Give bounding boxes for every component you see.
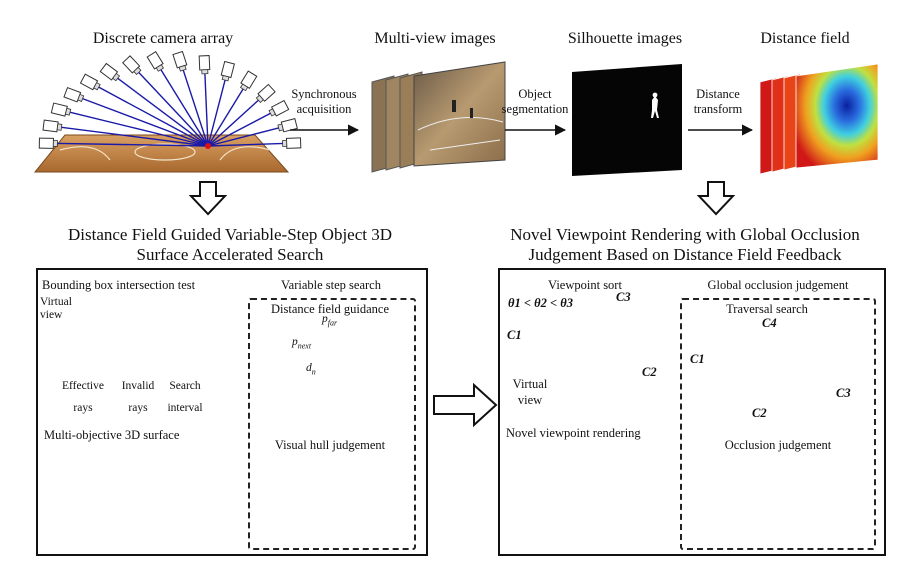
right-section-title-line1: Novel Viewpoint Rendering with Global Oc… — [510, 225, 860, 244]
camera-ray — [207, 75, 227, 147]
variable-step-label: Variable step search — [281, 278, 381, 292]
camera-ray — [181, 65, 209, 147]
left-section-title-line2: Surface Accelerated Search — [136, 245, 324, 264]
camera-icon — [198, 55, 211, 75]
global-occlusion-label: Global occlusion judgement — [707, 278, 849, 292]
multi-view-title: Multi-view images — [374, 30, 496, 47]
p-far-label: pfar — [322, 313, 338, 328]
camera-icon — [239, 70, 258, 92]
left-section-title-line1: Distance Field Guided Variable-Step Obje… — [67, 225, 393, 244]
silhouette-image — [572, 64, 682, 176]
p-near-label: pnear — [378, 356, 399, 371]
novel-rendering-label: Novel viewpoint rendering — [506, 426, 641, 440]
camera-array-title: Discrete camera array — [92, 30, 234, 47]
camera-icon — [268, 99, 290, 117]
camera-icon — [99, 62, 121, 82]
right-section-title-line2: Judgement Based on Distance Field Feedba… — [528, 245, 842, 264]
effective-rays-label-1: Effective — [62, 380, 104, 392]
camera-ray — [134, 68, 209, 147]
camera-icon — [50, 102, 72, 117]
theta-order-label: θ1 < θ2 < θ3 — [508, 296, 573, 310]
visual-hull-label: Visual hull judgement — [274, 438, 386, 452]
distance-field-stack — [759, 63, 879, 175]
df-guidance-label: Distance field guidance — [270, 302, 389, 316]
search-interval-label-1: Search — [169, 380, 201, 392]
c1-right-label: C1 — [690, 352, 705, 366]
camera-icon — [122, 55, 142, 76]
p-next-label: pnext — [292, 336, 312, 351]
camera-icon — [255, 83, 276, 104]
camera-icon — [42, 119, 63, 133]
arrow3-label-line2: transform — [693, 102, 743, 116]
effective-rays-label-2: rays — [73, 402, 93, 414]
camera-array-figure — [33, 50, 302, 173]
player-number: 32 — [556, 470, 569, 482]
virtual-view-right-2: view — [517, 393, 543, 407]
multi-view-stack — [371, 61, 506, 173]
c1-label: C1 — [507, 328, 522, 342]
d-n-label: dn — [306, 362, 316, 377]
camera-ray — [113, 74, 209, 147]
camera-ray — [207, 84, 247, 147]
virtual-view-label-1: Virtual — [40, 296, 72, 308]
right-dashed-group — [680, 298, 876, 550]
left-panel — [36, 268, 428, 556]
c3-right-label: C3 — [836, 386, 851, 400]
camera-icon — [146, 51, 165, 72]
camera-ray — [157, 65, 209, 147]
camera-ray — [52, 142, 209, 147]
silhouette-title: Silhouette images — [567, 30, 683, 47]
search-interval-label-2: interval — [167, 402, 203, 414]
occlusion-judgement-label: Occlusion judgement — [724, 438, 832, 452]
left-dashed-group — [248, 298, 416, 550]
arrow1-label-line1: Synchronous — [291, 87, 357, 101]
traversal-search-label: Traversal search — [726, 302, 808, 316]
c2-right-label: C2 — [752, 406, 767, 420]
arrow2-label-line2: segmentation — [501, 102, 569, 116]
bbox-test-label: Bounding box intersection test — [42, 278, 196, 292]
camera-ray — [203, 68, 209, 147]
invalid-rays-label-1: Invalid — [121, 380, 155, 392]
camera-icon — [63, 86, 85, 103]
camera-icon — [79, 73, 101, 91]
virtual-view-label-2: view — [40, 309, 63, 321]
camera-icon — [282, 137, 302, 149]
right-panel — [498, 268, 886, 556]
viewpoint-sort-label: Viewpoint sort — [548, 278, 622, 292]
camera-ray — [207, 126, 284, 147]
multi-objective-label: Multi-objective 3D surface — [44, 428, 180, 442]
arrow1-label-line2: acquisition — [296, 102, 352, 116]
camera-ray — [64, 110, 209, 147]
camera-icon — [220, 60, 236, 82]
invalid-rays-label-2: rays — [128, 402, 148, 414]
camera-ray — [77, 96, 209, 147]
camera-ray — [56, 126, 209, 147]
camera-icon — [38, 137, 58, 149]
virtual-view-right-1: Virtual — [512, 377, 548, 391]
camera-ray — [207, 110, 276, 147]
c3-label: C3 — [616, 290, 631, 304]
c2-label: C2 — [642, 365, 657, 379]
arrow2-label-line1: Object — [518, 87, 552, 101]
camera-icon — [172, 50, 188, 72]
camera-ray — [207, 96, 263, 147]
camera-ray — [207, 142, 288, 147]
camera-ray — [93, 84, 209, 147]
c4-label: C4 — [762, 316, 777, 330]
arrow3-label-line1: Distance — [696, 87, 740, 101]
distance-field-title: Distance field — [760, 30, 850, 47]
